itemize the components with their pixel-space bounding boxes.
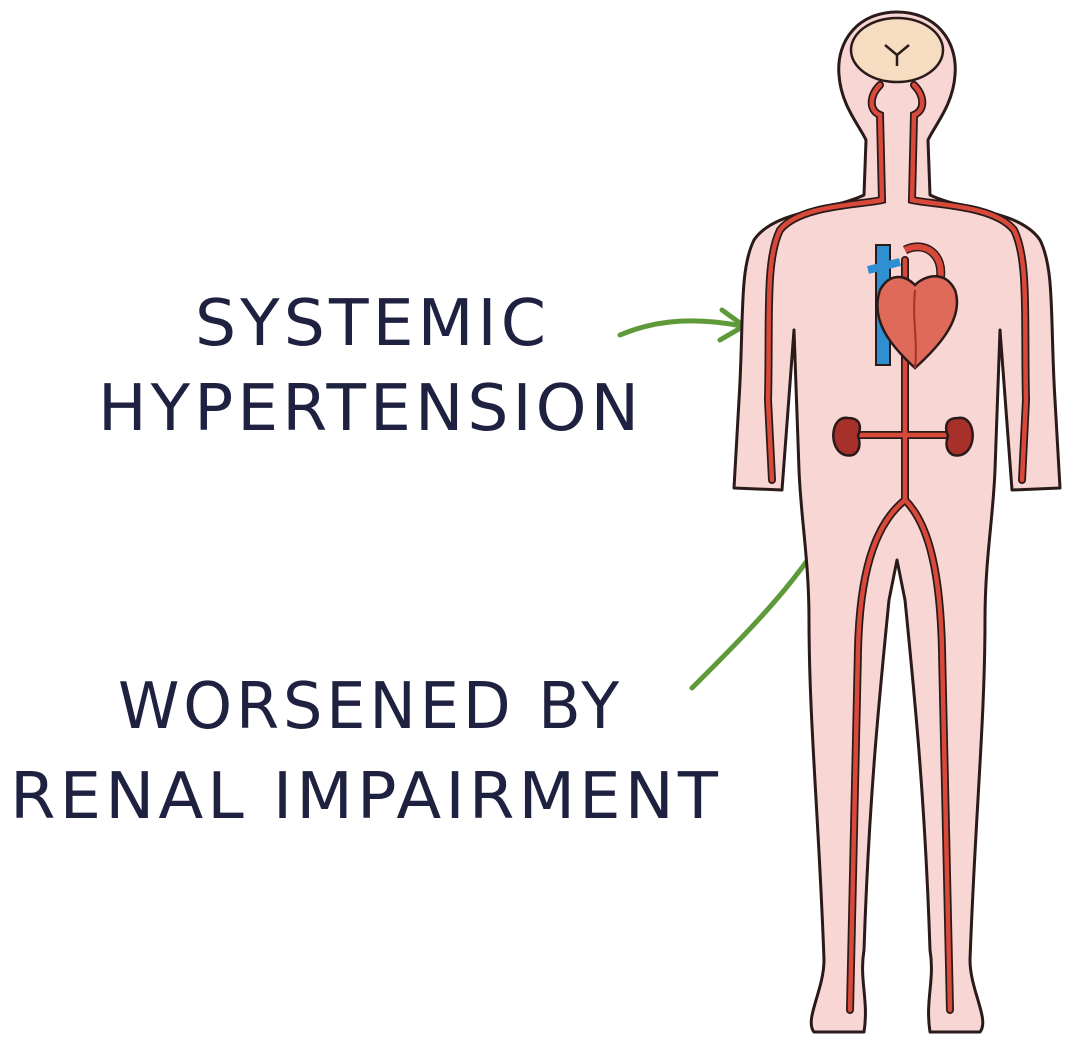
kidney-icon: [832, 416, 862, 457]
kidney-icon: [944, 416, 974, 457]
label-renal-impairment: RENAL IMPAIRMENT: [10, 760, 722, 834]
brain-icon: [849, 16, 945, 84]
label-hypertension: HYPERTENSION: [98, 372, 643, 446]
label-worsened-by: WORSENED BY: [118, 670, 623, 744]
human-body-illustration: [732, 10, 1062, 1034]
arrow-icon: [617, 307, 747, 343]
heart-icon: [876, 242, 959, 370]
body-outline: [732, 10, 1062, 1034]
label-systemic: SYSTEMIC: [195, 287, 550, 361]
